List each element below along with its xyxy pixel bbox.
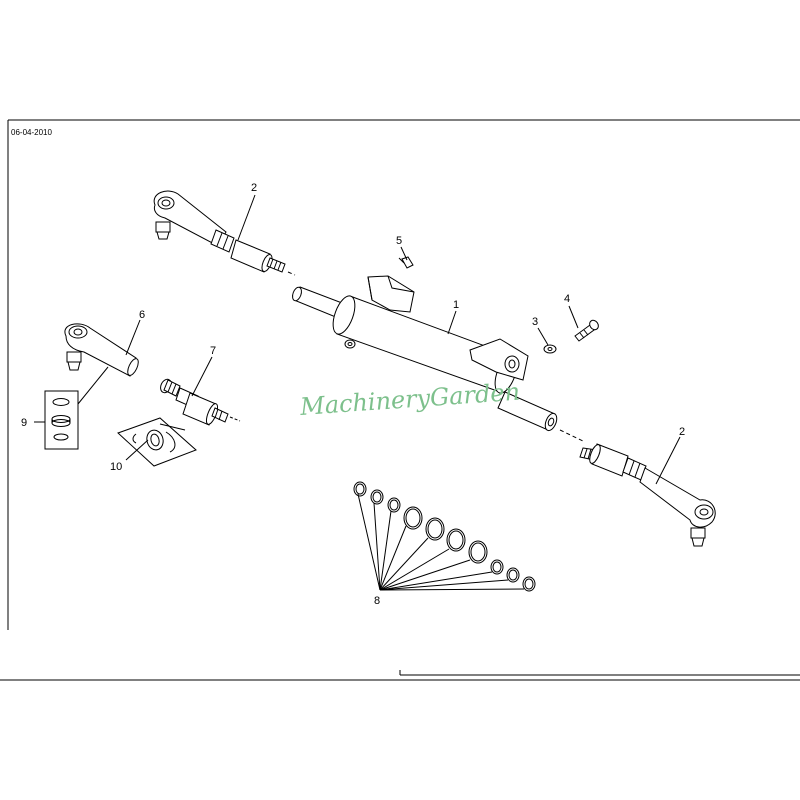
callout-1: 1	[453, 299, 459, 311]
centre-line	[287, 271, 586, 443]
callout-7: 7	[210, 345, 216, 357]
callout-2-upper: 2	[251, 182, 257, 194]
tie-rod-end-6	[64, 323, 139, 377]
part-4-bolt	[574, 319, 599, 342]
callout-6: 6	[139, 309, 145, 321]
callout-8: 8	[374, 595, 380, 607]
seal-kit-10	[117, 417, 197, 467]
steering-cylinder	[292, 275, 558, 432]
callout-5: 5	[396, 235, 402, 247]
tie-rod-lower	[579, 443, 716, 547]
date-stamp: 06-04-2010	[11, 128, 52, 137]
kit-box-9	[44, 366, 109, 450]
callout-10: 10	[110, 461, 122, 473]
callout-4: 4	[564, 293, 570, 305]
tie-rod-upper	[153, 190, 286, 273]
watermark-text: MachineryGarden	[298, 378, 521, 421]
o-ring-set-8	[353, 481, 536, 592]
inner-ball-joint-7	[160, 378, 241, 426]
callout-9: 9	[21, 417, 27, 429]
callout-2-lower: 2	[679, 426, 685, 438]
callout-3: 3	[532, 316, 538, 328]
drawing-frame	[0, 119, 800, 681]
part-3-washer	[543, 344, 557, 354]
leader-lines	[34, 194, 681, 591]
